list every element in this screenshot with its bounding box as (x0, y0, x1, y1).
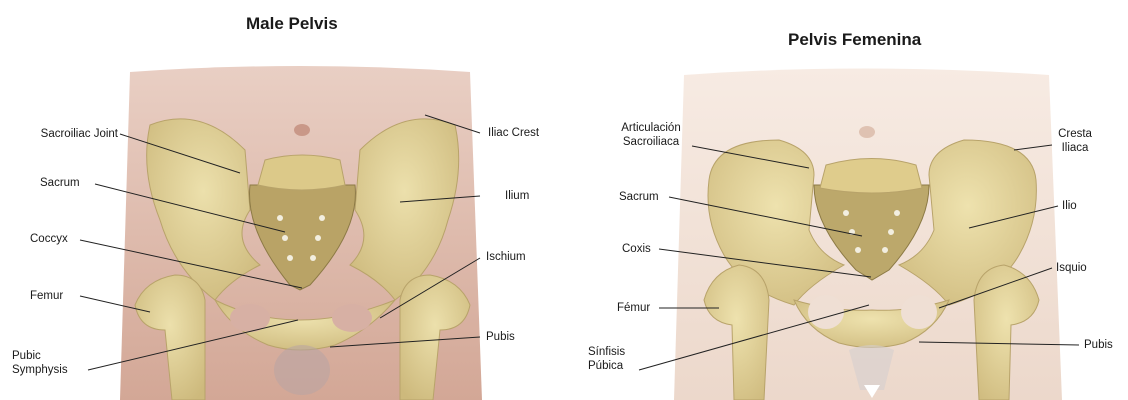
male-title: Male Pelvis (246, 14, 338, 34)
navel (859, 126, 875, 138)
label-coccyx: Coccyx (30, 232, 68, 246)
female-pelvis-panel: Pelvis Femenina Articulación Sacroiliaca… (564, 0, 1128, 400)
sacral-foramen (855, 247, 861, 253)
label-ilium: Ilio (1062, 199, 1077, 213)
label-coccyx: Coxis (622, 242, 651, 256)
label-sacrum: Sacrum (40, 176, 80, 190)
label-femur: Femur (30, 289, 63, 303)
genital-shadow (274, 345, 330, 395)
male-pelvis-illustration (0, 0, 564, 400)
sacral-foramen (287, 255, 293, 261)
label-pubis: Pubis (1084, 338, 1113, 352)
male-pelvis-panel: Male Pelvis Sacroiliac Joint Sacrum Cocc… (0, 0, 564, 400)
label-femur: Fémur (617, 301, 650, 315)
sacral-foramen (894, 210, 900, 216)
lumbar-vertebra (820, 159, 922, 194)
label-ischium: Ischium (486, 250, 526, 264)
sacral-foramen (843, 210, 849, 216)
sacral-foramen (888, 229, 894, 235)
label-ischium: Isquio (1056, 261, 1087, 275)
sacral-foramen (277, 215, 283, 221)
label-sacroiliac-joint: Articulación Sacroiliaca (596, 121, 706, 149)
label-pubis: Pubis (486, 330, 515, 344)
obturator-foramen (332, 304, 372, 332)
label-pubic-symphysis: Pubic Symphysis (12, 349, 68, 377)
label-pubic-symphysis: Sínfisis Púbica (588, 345, 625, 373)
sacral-foramen (310, 255, 316, 261)
label-iliac-crest: Iliac Crest (488, 126, 539, 140)
obturator-foramen (808, 295, 844, 329)
label-sacroiliac-joint: Sacroiliac Joint (10, 127, 118, 141)
female-title: Pelvis Femenina (788, 30, 921, 50)
label-iliac-crest: Cresta Iliaca (1052, 127, 1098, 155)
sacral-foramen (315, 235, 321, 241)
sacral-foramen (282, 235, 288, 241)
label-sacrum: Sacrum (619, 190, 659, 204)
label-ilium: Ilium (505, 189, 529, 203)
navel (294, 124, 310, 136)
obturator-foramen (901, 295, 937, 329)
sacral-foramen (882, 247, 888, 253)
lumbar-vertebra (258, 155, 345, 190)
sacral-foramen (319, 215, 325, 221)
